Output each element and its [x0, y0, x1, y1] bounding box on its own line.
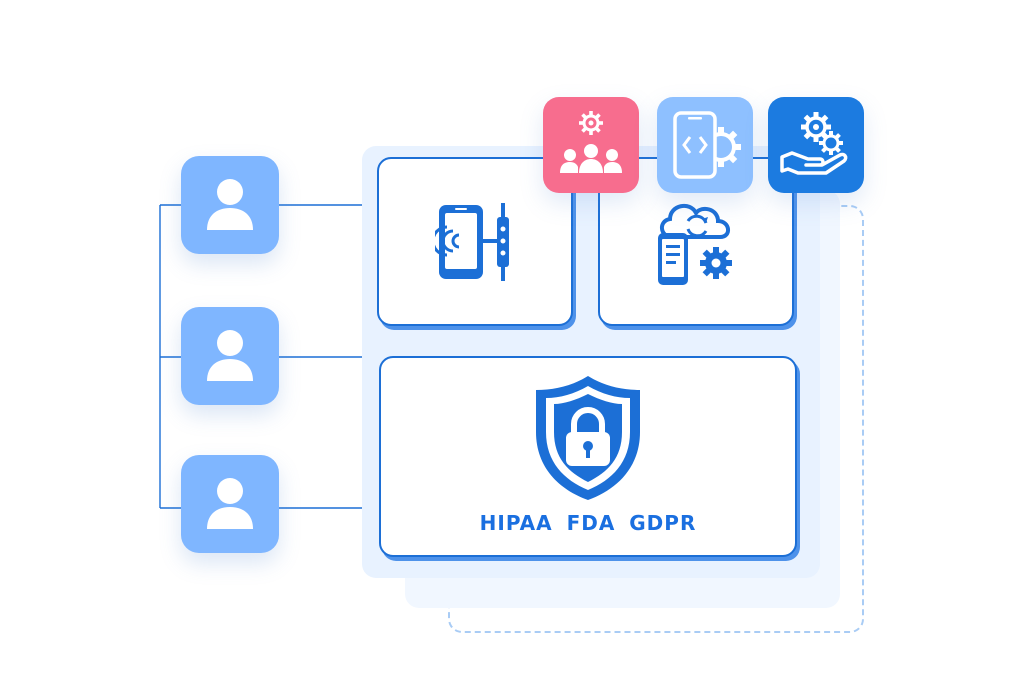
hand-gears-icon: [780, 112, 848, 175]
nfc-phone-lock-icon: [435, 203, 509, 281]
card-cloud-sync: [598, 157, 794, 326]
user-tile-3: [181, 455, 279, 553]
user-icon: [207, 330, 253, 381]
cloud-sync-device-icon: [658, 203, 732, 285]
badge-team-settings: [543, 97, 639, 193]
user-icon: [207, 478, 253, 529]
badge-app-development: [657, 97, 753, 193]
app-development-icon: [673, 111, 741, 179]
badge-hand-gears: [768, 97, 864, 193]
card-nfc-access: [377, 157, 573, 326]
card-compliance: [379, 356, 797, 557]
user-tile-1: [181, 156, 279, 254]
team-settings-icon: [560, 111, 622, 173]
user-tile-2: [181, 307, 279, 405]
user-icon: [207, 179, 253, 230]
compliance-label: HIPAA FDA GDPR: [479, 511, 697, 535]
security-shield-lock-icon: [536, 376, 640, 500]
